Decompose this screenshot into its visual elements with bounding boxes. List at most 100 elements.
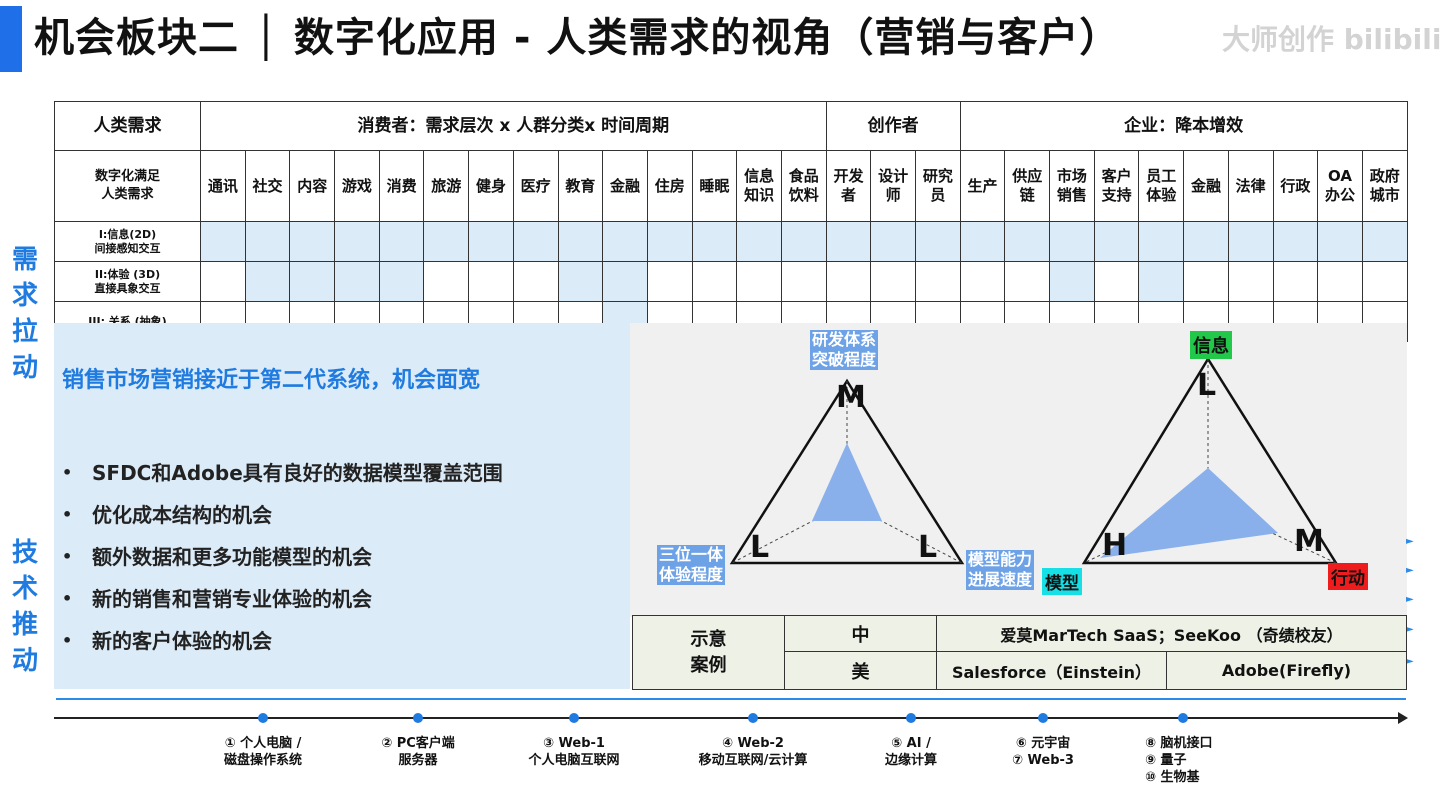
matrix-cell bbox=[1227, 261, 1274, 302]
matrix-cell bbox=[334, 261, 380, 302]
matrix-column-header: 睡眠 bbox=[691, 150, 738, 222]
matrix-cell bbox=[736, 221, 782, 262]
case-us-adobe: Adobe(Firefly) bbox=[1166, 651, 1407, 690]
edge-arrow-icon: ► bbox=[1406, 536, 1414, 547]
side-char: 动 bbox=[11, 353, 38, 383]
left-axis-left bbox=[731, 502, 848, 564]
matrix-column-header: 旅游 bbox=[423, 150, 470, 222]
left-triangle-outline bbox=[729, 378, 965, 565]
matrix-cell bbox=[1227, 221, 1274, 262]
matrix-cell bbox=[1272, 221, 1319, 262]
side-label-demand-pull: 需 求 拉 动 bbox=[10, 242, 40, 386]
timeline-arrow-icon bbox=[1398, 712, 1408, 724]
matrix-cell bbox=[557, 221, 604, 262]
side-label-tech-push: 技 术 推 动 bbox=[10, 535, 40, 679]
left-triangle bbox=[729, 378, 965, 565]
matrix-cell bbox=[915, 221, 961, 262]
matrix-cell bbox=[244, 261, 291, 302]
matrix-cell bbox=[1361, 261, 1408, 302]
matrix-cell bbox=[512, 221, 559, 262]
matrix-column-header: 住房 bbox=[646, 150, 693, 222]
timeline-dot bbox=[906, 713, 916, 723]
matrix-cell bbox=[1093, 261, 1140, 302]
right-side-tag: 模型能力 进展速度 bbox=[966, 550, 1035, 590]
matrix-cell bbox=[1049, 221, 1095, 262]
timeline-label: ③ Web-1 个人电脑互联网 bbox=[528, 736, 620, 768]
timeline-label: ⑥ 元宇宙 ⑦ Web-3 bbox=[1012, 736, 1074, 768]
blue-divider-line bbox=[56, 698, 1406, 700]
right-right-tag: 行动 bbox=[1328, 563, 1368, 590]
timeline-axis bbox=[54, 717, 1400, 719]
matrix-column-header: 生产 bbox=[959, 150, 1006, 222]
matrix-cell bbox=[468, 261, 514, 302]
side-char: 动 bbox=[11, 646, 38, 676]
matrix-column-header: 设计 师 bbox=[870, 150, 916, 222]
matrix-cell bbox=[1004, 221, 1051, 262]
matrix-cell bbox=[959, 261, 1006, 302]
case-us-salesforce: Salesforce（Einstein） bbox=[936, 651, 1167, 690]
group-header-consumer: 消费者：需求层次 x 人群分类x 时间周期 bbox=[200, 101, 827, 151]
right-triangle bbox=[1081, 356, 1339, 565]
right-left-tag: 模型 bbox=[1042, 568, 1082, 595]
matrix-column-header: 开发 者 bbox=[825, 150, 872, 222]
left-left-tag: 三位一体 体验程度 bbox=[657, 545, 726, 585]
matrix-column-header: 通讯 bbox=[200, 150, 246, 222]
matrix-column-header: 游戏 bbox=[334, 150, 380, 222]
matrix-cell bbox=[646, 221, 693, 262]
group-header-enterprise: 企业：降本增效 bbox=[959, 101, 1408, 151]
edge-arrow-icon: ► bbox=[1406, 565, 1414, 576]
left-axis-right bbox=[846, 502, 963, 564]
bullet-item: 优化成本结构的机会 bbox=[62, 498, 503, 540]
matrix-column-header: 金融 bbox=[1183, 150, 1229, 222]
matrix-column-header: 研究 员 bbox=[915, 150, 961, 222]
matrix-cell bbox=[289, 221, 336, 262]
left-right-level: L bbox=[918, 530, 938, 565]
matrix-cell bbox=[915, 261, 961, 302]
timeline-label: ④ Web-2 移动互联网/云计算 bbox=[698, 736, 808, 768]
matrix-cell bbox=[691, 221, 738, 262]
matrix-column-header: 教育 bbox=[557, 150, 604, 222]
left-triangle-fill bbox=[812, 443, 882, 521]
matrix-cell bbox=[200, 261, 246, 302]
matrix-column-header: 市场 销售 bbox=[1049, 150, 1095, 222]
timeline-dot bbox=[258, 713, 268, 723]
edge-arrow-icon: ► bbox=[1406, 594, 1414, 605]
matrix-cell bbox=[244, 221, 291, 262]
matrix-column-header: 内容 bbox=[289, 150, 336, 222]
timeline-label: ① 个人电脑 / 磁盘操作系统 bbox=[223, 736, 302, 768]
cases-header: 示意 案例 bbox=[632, 615, 785, 690]
matrix-cell bbox=[1183, 221, 1229, 262]
matrix-cell bbox=[1272, 261, 1319, 302]
matrix-cell bbox=[780, 261, 827, 302]
cases-region-us: 美 bbox=[784, 651, 937, 690]
matrix-column-header: 消费 bbox=[378, 150, 425, 222]
matrix-cell bbox=[378, 221, 425, 262]
side-char: 求 bbox=[11, 281, 38, 311]
matrix-column-header: 金融 bbox=[602, 150, 648, 222]
matrix-column-header: 员工 体验 bbox=[1138, 150, 1185, 222]
matrix-cell bbox=[1317, 261, 1363, 302]
matrix-cell bbox=[289, 261, 336, 302]
matrix-column-header: OA 办公 bbox=[1317, 150, 1363, 222]
matrix-cell bbox=[736, 261, 782, 302]
needs-matrix: 人类需求 消费者：需求层次 x 人群分类x 时间周期 创作者 企业：降本增效 数… bbox=[54, 101, 1408, 342]
edge-arrow-icon: ► bbox=[1406, 624, 1414, 635]
left-top-tag: 研发体系 突破程度 bbox=[810, 330, 879, 370]
matrix-column-header: 法律 bbox=[1227, 150, 1274, 222]
case-cn: 爱莫MarTech SaaS；SeeKoo （奇绩校友） bbox=[936, 615, 1407, 652]
matrix-cell bbox=[512, 261, 559, 302]
right-right-level: M bbox=[1294, 524, 1324, 559]
timeline-dot bbox=[1178, 713, 1188, 723]
matrix-cell bbox=[1093, 221, 1140, 262]
matrix-column-header: 客户 支持 bbox=[1093, 150, 1140, 222]
matrix-cell bbox=[602, 261, 648, 302]
triangle-diagrams bbox=[729, 356, 1339, 565]
right-top-tag: 信息 bbox=[1190, 331, 1232, 359]
matrix-sub-corner: 数字化满足 人类需求 bbox=[54, 150, 201, 222]
right-triangle-outline bbox=[1081, 356, 1339, 565]
cases-region-cn: 中 bbox=[784, 615, 937, 652]
matrix-cell bbox=[959, 221, 1006, 262]
matrix-column-header: 行政 bbox=[1272, 150, 1319, 222]
timeline-dot bbox=[748, 713, 758, 723]
matrix-cell bbox=[691, 261, 738, 302]
